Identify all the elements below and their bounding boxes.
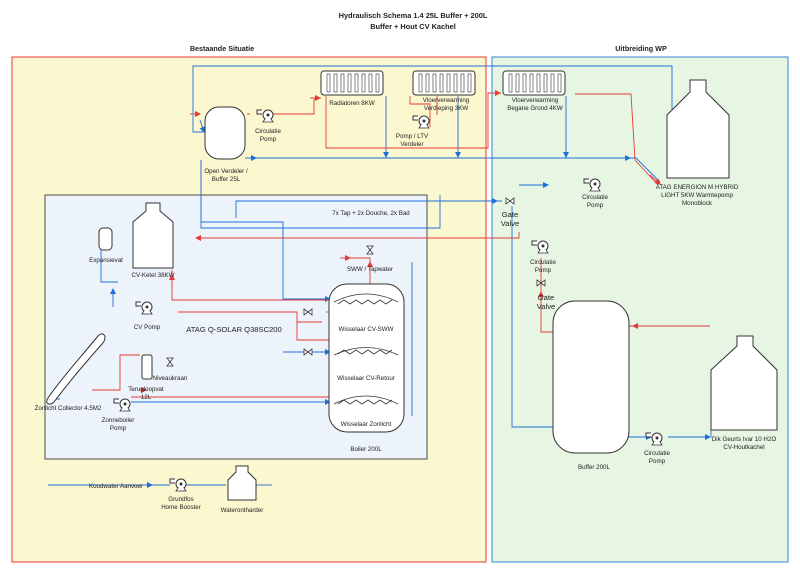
label-solar-pump-2: Pomp xyxy=(110,425,127,432)
label-circulation-pump-bottom-2: Pomp xyxy=(649,458,666,465)
label-hx-solar: Wisselaar Zonlicht xyxy=(341,421,392,428)
label-heatpump-2: LIGHT 5KW Warmtepomp xyxy=(661,192,733,199)
label-floor-ground-1: Vloerverwarming xyxy=(512,97,559,104)
floor-heating-upstairs xyxy=(412,70,476,96)
label-boiler-200l: Boiler 200L xyxy=(350,446,382,453)
wood-stove xyxy=(710,335,778,431)
hx-dhw-coil xyxy=(333,293,399,305)
label-heatpump-3: Monoblock xyxy=(682,200,713,207)
label-circulation-pump-top-1: Circulatie xyxy=(255,128,281,135)
label-solar-collector: Zonlicht Collector 4.5M2 xyxy=(35,405,102,412)
open-distributor-tank xyxy=(204,106,246,160)
label-solar-pump-1: Zonneboiler xyxy=(102,417,135,424)
label-circulation-pump-right-2: Pomp xyxy=(535,267,552,274)
expansion-vessel xyxy=(98,227,113,251)
solar-collector xyxy=(46,333,106,405)
label-grundfos-2: Home Booster xyxy=(161,504,201,511)
label-buffer-200l: Buffer 200L xyxy=(578,464,610,471)
label-cv-kettle: CV-Ketel 38KW xyxy=(132,272,175,279)
label-hx-dhw: Wisselaar CV-SWW xyxy=(338,326,393,333)
radiators xyxy=(320,70,384,96)
hx-solar-coil xyxy=(333,395,399,405)
label-hx-return: Wisselaar CV-Retour xyxy=(337,375,395,382)
label-cold-water: Koudwater Aanvoer xyxy=(89,483,143,490)
label-water-softener: Waterontharder xyxy=(221,507,264,514)
label-floor-ground-2: Begane Grond 4KW xyxy=(507,105,563,112)
label-circulation-pump-top-2: Pomp xyxy=(260,136,277,143)
label-gate-valve-1b: Valve xyxy=(501,219,519,228)
label-open-distributor-2: Buffer 25L xyxy=(212,176,241,183)
qsolar-group-title: ATAG Q-SOLAR Q38SC200 xyxy=(186,325,282,334)
water-softener xyxy=(227,465,257,501)
label-open-distributor-1: Open Verdeler / xyxy=(204,168,248,175)
heatpump-unit xyxy=(666,79,730,179)
label-grundfos-1: Grundfos xyxy=(168,496,193,503)
label-gate-valve-2b: Valve xyxy=(537,302,555,311)
diagram-title-line1: Hydraulisch Schema 1.4 25L Buffer + 200L xyxy=(339,11,488,20)
floor-heating-ground xyxy=(502,70,566,96)
label-cv-pump: CV Pomp xyxy=(134,324,161,331)
supply-pipes xyxy=(92,92,710,398)
section-expansion-title: Uitbreiding WP xyxy=(615,44,667,53)
label-gate-valve-1a: Gate xyxy=(502,210,518,219)
label-circulation-pump-bottom-1: Circulatie xyxy=(644,450,670,457)
label-drainback-2: 12L xyxy=(141,394,152,401)
label-wood-stove-1: Dik Geurts Ivar 10 H2O xyxy=(712,436,776,443)
boiler-200l xyxy=(328,283,405,433)
hx-return-coil xyxy=(333,347,399,356)
label-gate-valve-2a: Gate xyxy=(538,293,554,302)
label-radiators: Radiatoren 8KW xyxy=(329,100,375,107)
label-expansion-vessel: Expansievat xyxy=(89,257,123,264)
label-heatpump-1: ATAG ENERGION M HYBRID xyxy=(656,184,739,191)
label-ltv-pump-2: Verdeler xyxy=(400,141,423,148)
label-circulation-pump-middle-1: Circulatie xyxy=(582,194,608,201)
drainback-vessel xyxy=(141,354,153,380)
label-floor-upstairs-2: Verdieping 3KW xyxy=(424,105,469,112)
cv-kettle xyxy=(132,202,174,269)
label-circulation-pump-middle-2: Pomp xyxy=(587,202,604,209)
label-level-tap: Niveaukraan xyxy=(153,375,188,382)
label-drainback-1: Terugloopvat xyxy=(128,386,164,393)
label-tap-points: 7x Tap + 2x Douche, 2x Bad xyxy=(332,210,410,217)
diagram-title-line2: Buffer + Hout CV Kachel xyxy=(370,22,456,31)
label-dhw: SWW / Tapwater xyxy=(347,266,393,273)
label-ltv-pump-1: Pomp / LTV xyxy=(396,133,429,140)
buffer-200l xyxy=(552,300,630,454)
return-arrowheads xyxy=(110,119,711,488)
label-wood-stove-2: CV-Houtkachel xyxy=(723,444,764,451)
label-floor-upstairs-1: Vloerverwarming xyxy=(423,97,470,104)
label-circulation-pump-right-1: Circulatie xyxy=(530,259,556,266)
section-existing-title: Bestaande Situatie xyxy=(190,44,254,53)
